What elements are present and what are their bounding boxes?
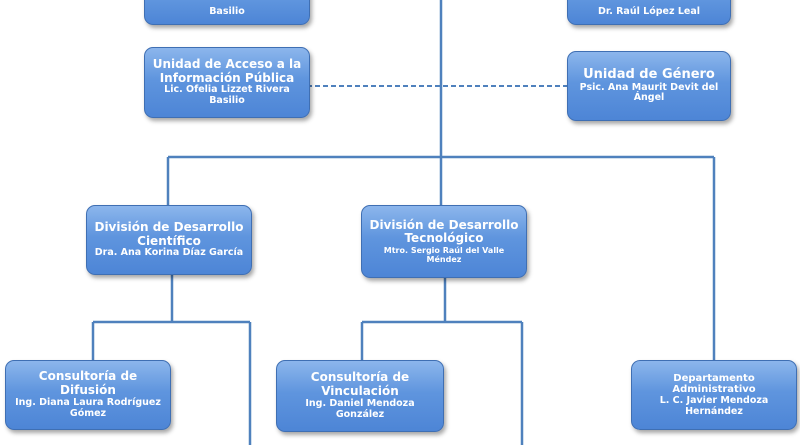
division-technological-box[interactable]: División de Desarrollo Tecnológico Mtro.…	[361, 205, 527, 278]
top-left-name: Basilio	[209, 6, 245, 18]
top-right-name: Dr. Raúl López Leal	[597, 6, 700, 18]
division-scientific-name: Dra. Ana Korina Díaz García	[94, 247, 244, 259]
division-technological-title: División de Desarrollo Tecnológico	[369, 217, 519, 246]
consultancy-linkage-box[interactable]: Consultoría de Vinculación Ing. Daniel M…	[276, 360, 444, 432]
unit-access-title: Unidad de Acceso a la Información Públic…	[152, 56, 302, 85]
unit-gender-title: Unidad de Género	[583, 66, 715, 82]
consultancy-diffusion-box[interactable]: Consultoría de Difusión Ing. Diana Laura…	[5, 360, 171, 430]
top-left-box[interactable]: Basilio	[144, 0, 310, 25]
division-scientific-box[interactable]: División de Desarrollo Científico Dra. A…	[86, 205, 252, 275]
unit-gender-name: Psic. Ana Maurit Devit del Ángel	[579, 81, 719, 104]
department-administrative-box[interactable]: Departamento Administrativo L. C. Javier…	[631, 360, 797, 430]
unit-gender-box[interactable]: Unidad de Género Psic. Ana Maurit Devit …	[567, 51, 731, 121]
department-administrative-name: L. C. Javier Mendoza Hernández	[659, 394, 769, 417]
unit-access-information-box[interactable]: Unidad de Acceso a la Información Públic…	[144, 47, 310, 118]
department-administrative-title: Departamento Administrativo	[672, 372, 756, 396]
top-right-box[interactable]: Dr. Raúl López Leal	[567, 0, 731, 25]
division-technological-name: Mtro. Sergio Raúl del Valle Méndez	[383, 246, 505, 265]
division-scientific-title: División de Desarrollo Científico	[94, 219, 244, 248]
consultancy-diffusion-name: Ing. Diana Laura Rodríguez Gómez	[15, 396, 161, 419]
consultancy-diffusion-title: Consultoría de Difusión	[38, 369, 138, 398]
consultancy-linkage-name: Ing. Daniel Mendoza González	[305, 397, 415, 420]
unit-access-name: Lic. Ofelia Lizzet Rivera Basilio	[164, 84, 290, 107]
consultancy-linkage-title: Consultoría de Vinculación	[310, 370, 410, 399]
